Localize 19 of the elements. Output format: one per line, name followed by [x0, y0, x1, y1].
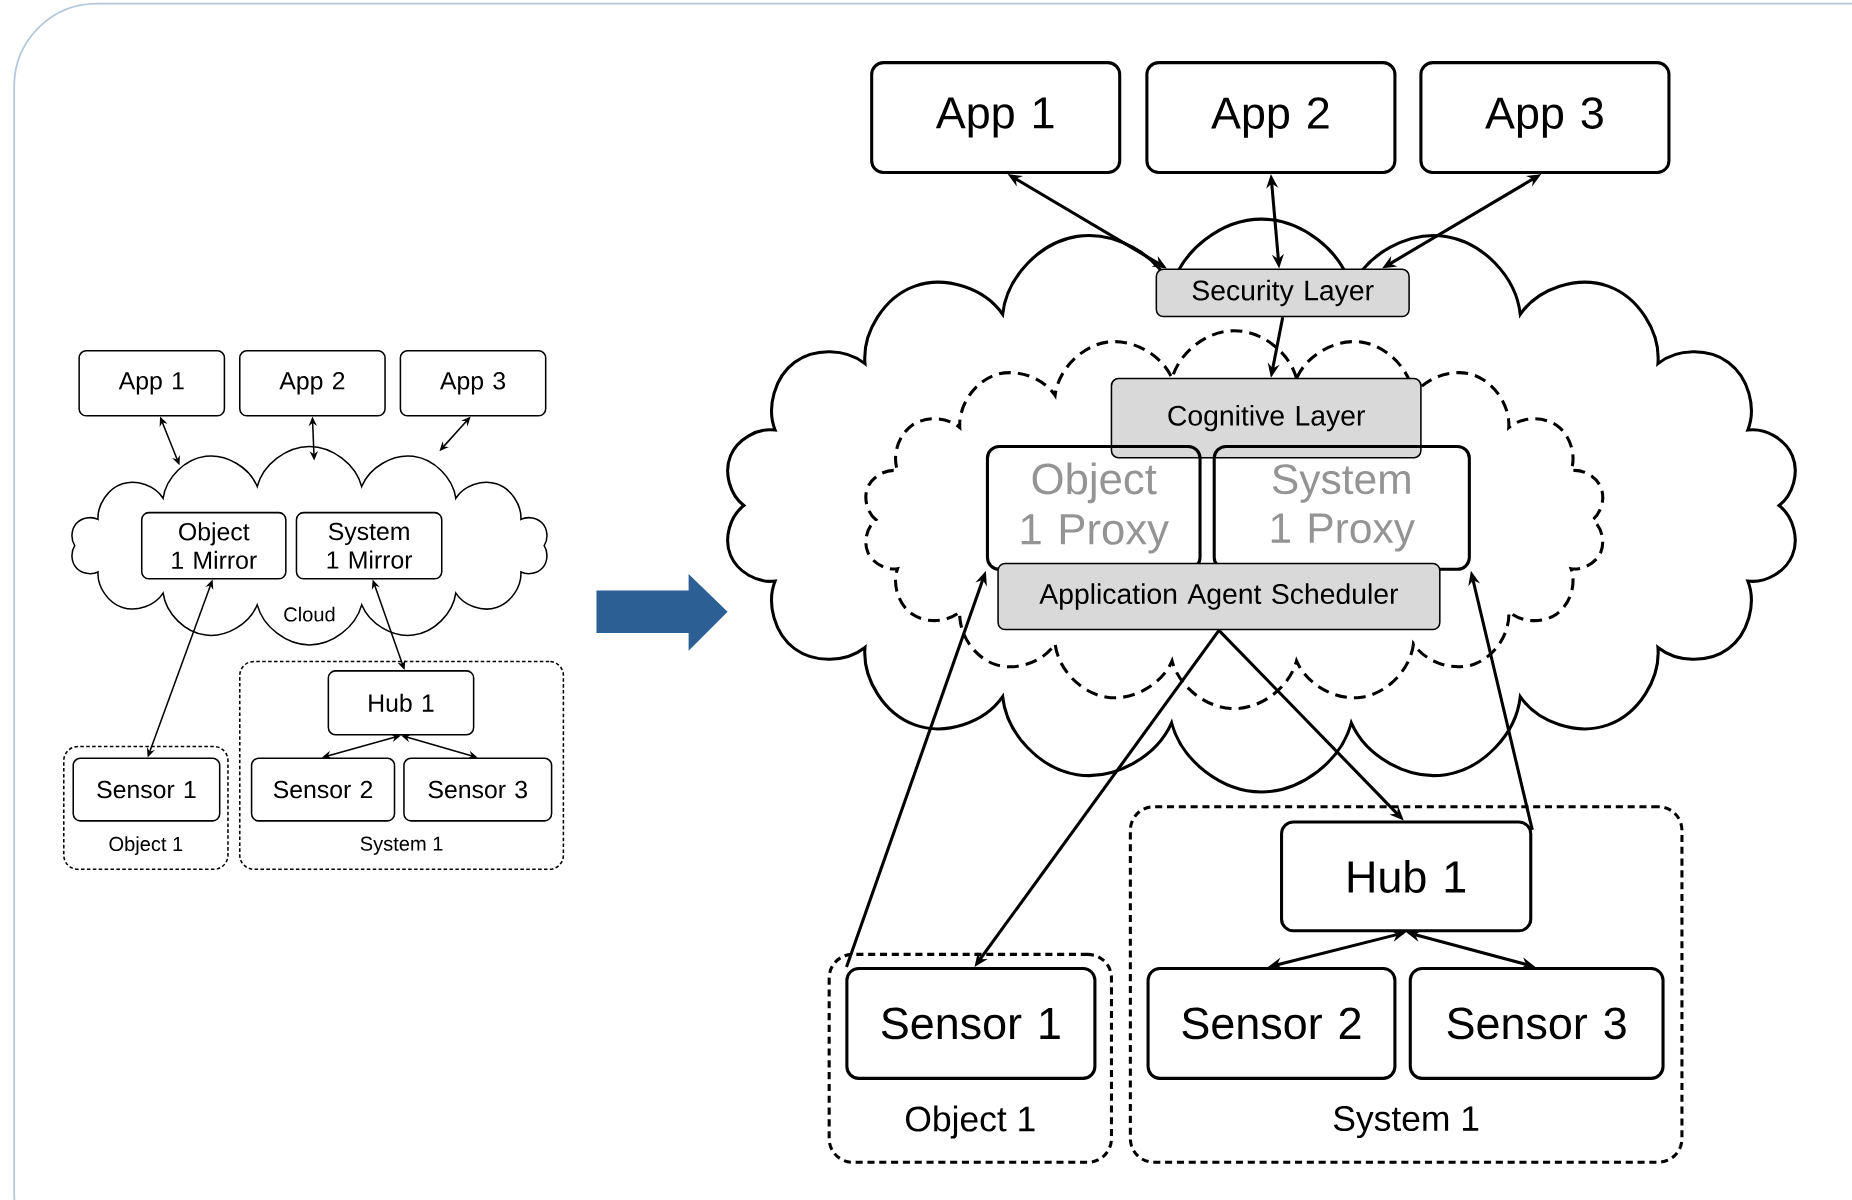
layer-box: Cognitive Layer	[1110, 377, 1422, 459]
process-box: Sensor 3	[1408, 967, 1665, 1080]
process-box: Sensor 3	[403, 757, 553, 822]
process-box: Object 1 Mirror	[140, 511, 287, 580]
process-box: App 2	[1145, 61, 1397, 174]
process-box: Sensor 1	[72, 757, 221, 822]
process-box: Hub 1	[327, 670, 475, 736]
process-box: Sensor 1	[845, 967, 1097, 1080]
process-box: App 1	[78, 350, 226, 417]
process-box: App 3	[1419, 61, 1671, 174]
layer-box: Application Agent Scheduler	[997, 562, 1441, 631]
process-box: Sensor 2	[1146, 967, 1397, 1080]
layer-box: Security Layer	[1155, 268, 1410, 318]
process-box: Hub 1	[1280, 820, 1533, 933]
process-box: App 2	[239, 350, 386, 417]
process-box: App 1	[870, 61, 1122, 174]
process-box: App 3	[399, 350, 547, 417]
process-box: System 1 Mirror	[295, 511, 443, 580]
process-box: Sensor 2	[250, 757, 396, 822]
